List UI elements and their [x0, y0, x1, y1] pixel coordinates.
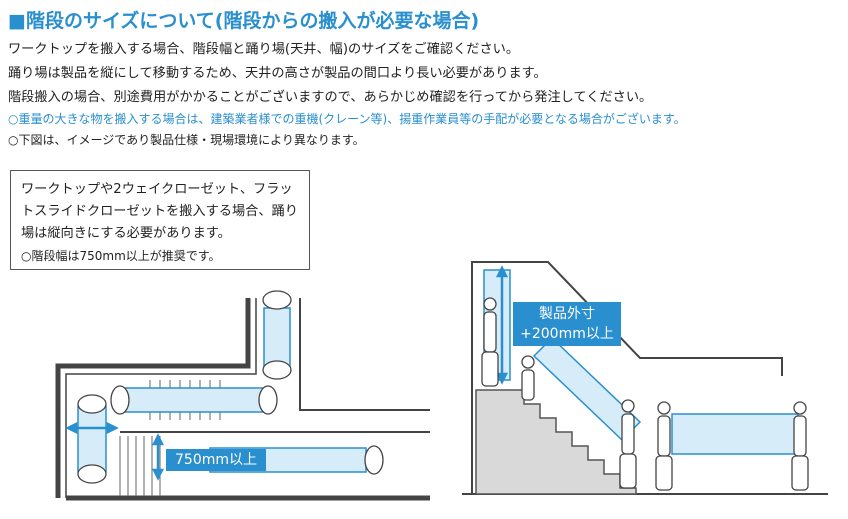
section-stairs — [475, 389, 637, 495]
plan-outer-wall — [55, 298, 251, 498]
note-image-disclaimer: ○下図は、イメージであり製品仕様・現場環境により異なります。 — [8, 133, 365, 147]
stair-width-label: 750mm以上 — [166, 449, 266, 471]
plan-upper-wall — [299, 298, 430, 411]
info-box-text: ワークトップや2ウェイクローゼット、フラットスライドクローゼットを搬入する場合、… — [21, 182, 298, 241]
instruction-line-1: ワークトップを搬入する場合、階段幅と踊り場(天井、幅)のサイズをご確認ください。 — [8, 42, 520, 57]
instruction-line-3: 階段搬入の場合、別途費用がかかることがございますので、あらかじめ確認を行ってから… — [8, 90, 653, 105]
page-title: ■階段のサイズについて(階段からの搬入が必要な場合) — [8, 10, 480, 32]
carrier-figures — [481, 297, 809, 491]
instruction-line-2: 踊り場は製品を縦にして移動するため、天井の高さが製品の間口より長い必要があります… — [8, 66, 547, 81]
dimension-arrows — [65, 421, 165, 481]
note-heavy-items: ○重量の大きな物を搬入する場合は、建築業者様での重機(クレーン等)、揚重作業員等… — [8, 112, 686, 126]
info-box-note: ○階段幅は750mm以上が推奨です。 — [21, 249, 221, 263]
height-dimension-arrow — [495, 265, 509, 385]
info-box: ワークトップや2ウェイクローゼット、フラットスライドクローゼットを搬入する場合、… — [10, 170, 310, 270]
landing-height-label-line2: +200mm以上 — [520, 326, 614, 342]
landing-height-label: 製品外寸 +200mm以上 — [513, 302, 621, 346]
plan-inner-wall-line — [65, 298, 257, 498]
carriers — [77, 290, 384, 484]
panel-flat — [671, 413, 799, 455]
landing-height-label-line1: 製品外寸 — [539, 306, 595, 322]
